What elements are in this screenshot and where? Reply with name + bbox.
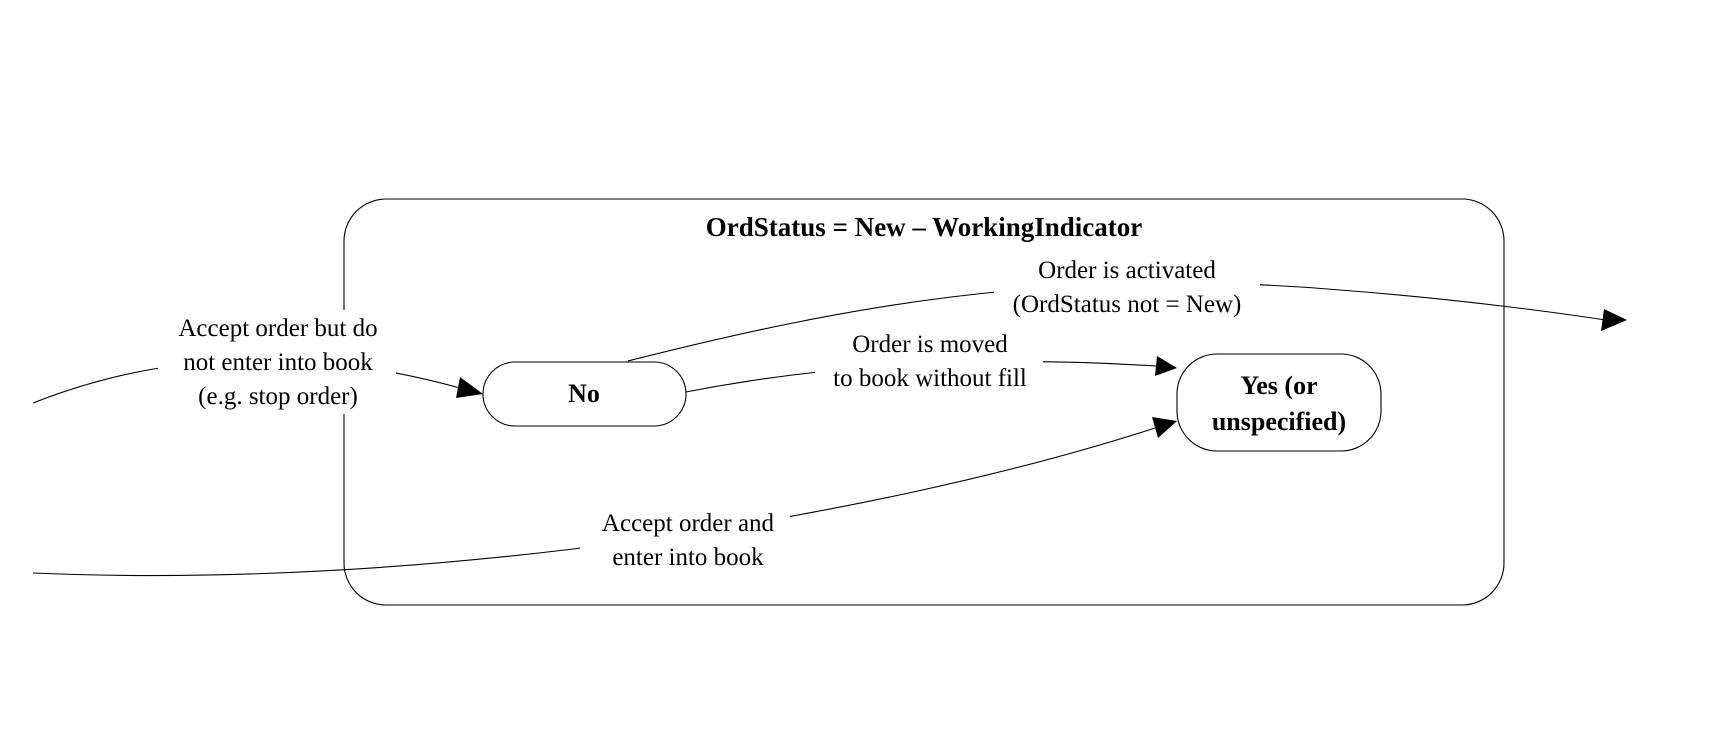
container-title: OrdStatus = New – WorkingIndicator <box>706 212 1142 242</box>
state-no-label: No <box>568 379 600 408</box>
state-yes-label-line1: Yes (or <box>1240 371 1317 400</box>
label-moved-to-book-line1: Order is moved <box>852 331 1008 358</box>
label-activated-line1: Order is activated <box>1038 257 1216 284</box>
mask-accept-no-book <box>158 310 396 414</box>
label-accept-no-book-line1: Accept order but do <box>178 315 377 342</box>
arrowhead-accept-into-book <box>1152 417 1177 438</box>
mask-activated <box>994 253 1260 323</box>
mask-moved-to-book <box>815 328 1043 396</box>
arrowhead-activated <box>1601 309 1627 331</box>
arrowhead-accept-no-book <box>456 377 483 398</box>
mask-accept-into-book <box>580 508 790 578</box>
label-moved-to-book-line2: to book without fill <box>833 365 1027 392</box>
label-accept-no-book-line3: (e.g. stop order) <box>198 383 358 410</box>
label-accept-into-book-line1: Accept order and <box>602 510 775 537</box>
label-accept-into-book-line2: enter into book <box>612 544 764 571</box>
container-box <box>343 198 1505 606</box>
state-no <box>482 361 687 427</box>
arrowhead-moved-to-book <box>1155 356 1177 376</box>
label-activated-line2: (OrdStatus not = New) <box>1013 291 1242 318</box>
label-accept-no-book-line2: not enter into book <box>183 349 373 376</box>
state-yes <box>1176 353 1382 452</box>
state-yes-label-line2: unspecified) <box>1212 407 1346 436</box>
